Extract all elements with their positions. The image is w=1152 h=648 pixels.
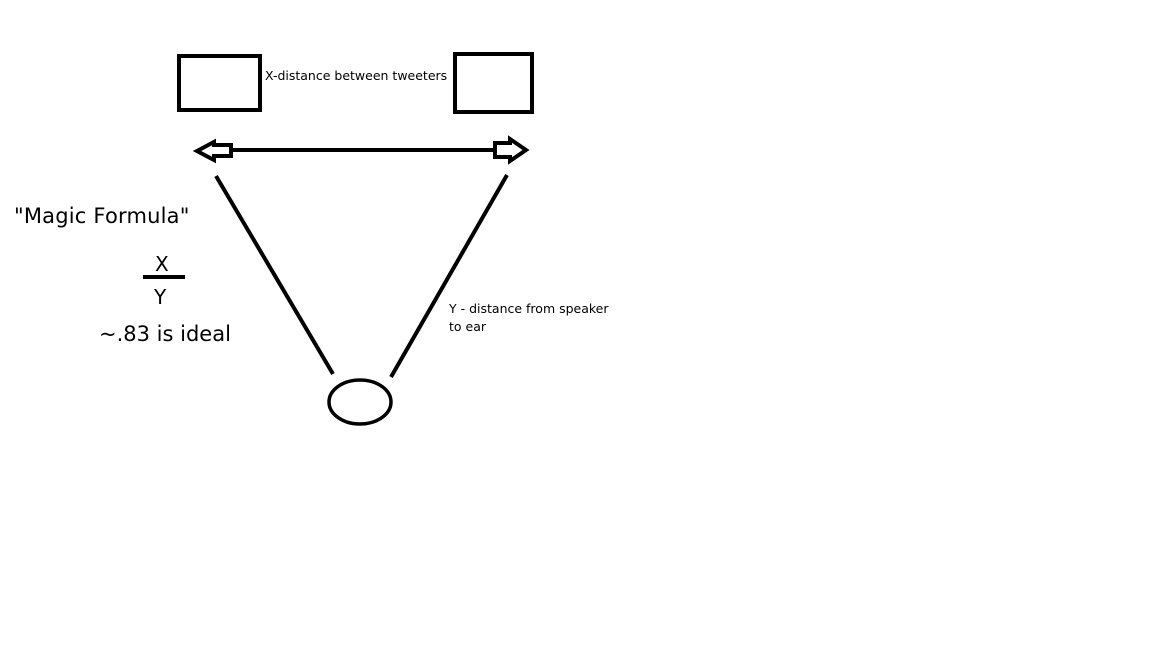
fraction-numerator: X	[155, 252, 169, 276]
ear-ellipse	[327, 378, 393, 426]
left-arrowhead	[192, 138, 233, 164]
right-speaker-box	[453, 52, 534, 114]
right-speaker-to-ear-line	[389, 174, 509, 378]
y-distance-label-line1: Y - distance from speaker	[449, 301, 609, 316]
left-speaker-box	[177, 54, 262, 112]
x-distance-label: X-distance between tweeters	[265, 68, 448, 83]
ideal-ratio-text: ~.83 is ideal	[99, 322, 231, 346]
fraction-denominator: Y	[154, 285, 167, 309]
x-distance-arrow	[192, 135, 530, 165]
left-speaker-to-ear-line	[214, 174, 335, 376]
right-arrowhead	[493, 135, 530, 165]
y-distance-label-line2: to ear	[449, 319, 487, 334]
y-distance-label: Y - distance from speaker to ear	[449, 300, 609, 336]
magic-formula-title: "Magic Formula"	[14, 204, 190, 228]
